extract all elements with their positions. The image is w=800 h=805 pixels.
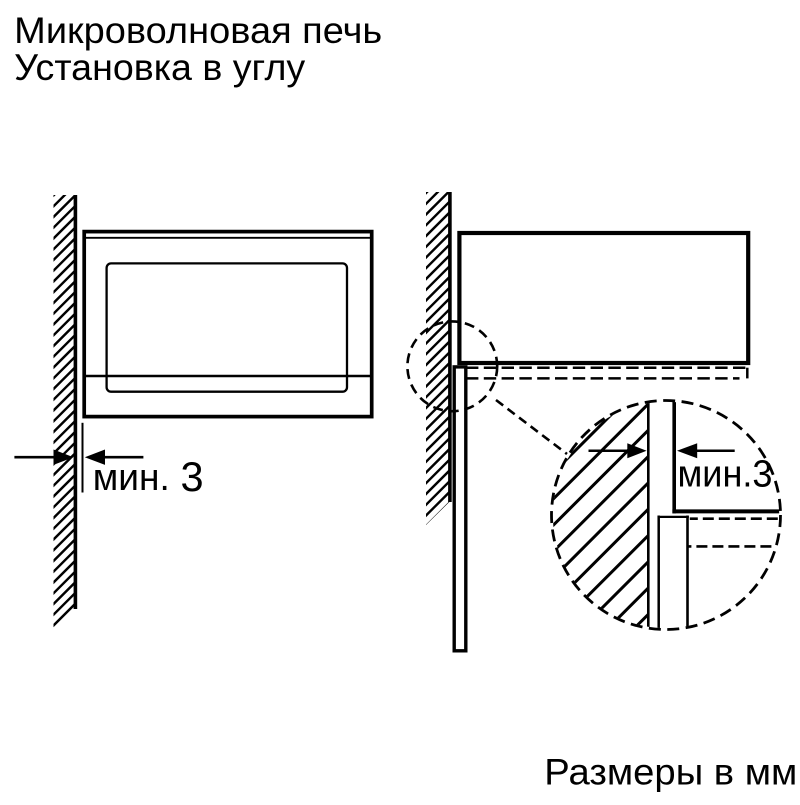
svg-text:3: 3	[181, 453, 204, 500]
svg-text:Размеры в мм: Размеры в мм	[544, 751, 797, 792]
svg-text:мин.: мин.	[93, 457, 170, 499]
svg-text:Микроволновая печь: Микроволновая печь	[14, 10, 382, 51]
svg-text:мин.3: мин.3	[678, 454, 773, 496]
svg-text:Установка в углу: Установка в углу	[14, 47, 306, 88]
